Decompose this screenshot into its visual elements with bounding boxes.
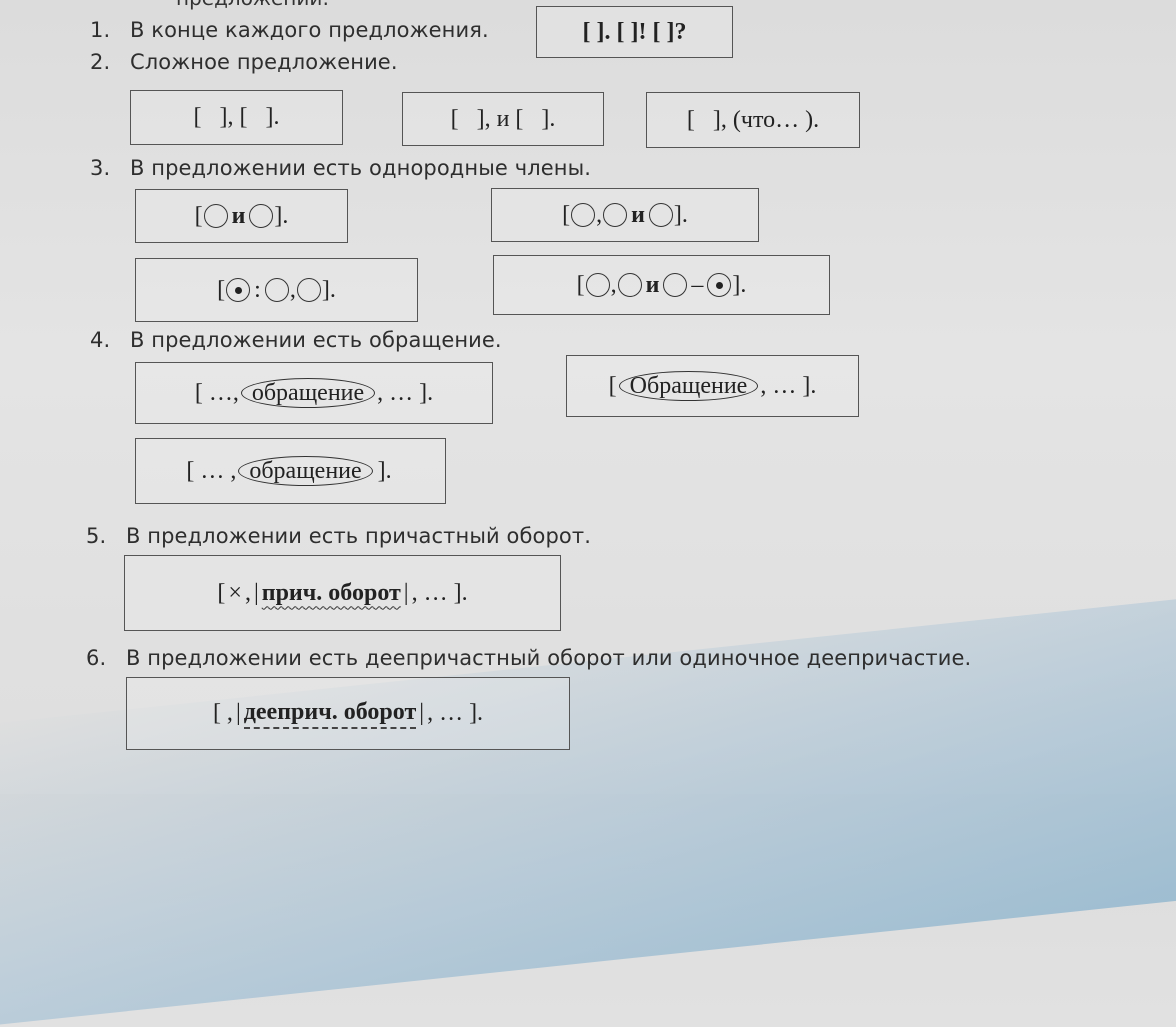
item-number: 4.: [90, 328, 111, 352]
bar: |: [253, 579, 259, 606]
item-text: Сложное предложение.: [130, 50, 398, 74]
cross-icon: ×: [228, 579, 242, 606]
bracket: [: [608, 372, 617, 399]
dot-circle-icon: [226, 278, 251, 302]
conj: и: [631, 201, 645, 228]
item-text: В предложении есть деепричастный оборот …: [126, 646, 972, 670]
item-number: 3.: [90, 156, 111, 180]
dash: –: [691, 271, 704, 298]
item-text: В предложении есть однородные члены.: [130, 156, 592, 180]
comma: ,: [244, 579, 251, 606]
gerund-phrase: дееприч. оборот: [243, 699, 417, 729]
scheme-end-of-sentence: [ ]. [ ]! [ ]?: [536, 6, 733, 58]
conj: и: [645, 271, 660, 298]
item-number: 1.: [90, 18, 111, 42]
cut-heading: предложении:: [176, 0, 329, 10]
circle-icon: [203, 204, 228, 228]
participle-phrase: прич. оборот: [261, 579, 401, 606]
scheme-homogeneous-3: [:,].: [135, 258, 418, 322]
text-tail: , … ].: [760, 372, 817, 399]
item-text: В предложении есть обращение.: [130, 328, 502, 352]
colon: :: [254, 276, 261, 303]
address-oval: Обращение: [618, 371, 759, 401]
scheme-address-start: [Обращение, … ].: [566, 355, 859, 417]
circle-icon: [296, 278, 321, 302]
item-6: 6. В предложении есть деепричастный оборо…: [86, 646, 971, 670]
bar: |: [403, 579, 409, 606]
bracket: [: [576, 271, 585, 298]
item-1: 1. В конце каждого предложения.: [90, 18, 489, 42]
circle-icon: [648, 203, 673, 227]
scheme-complex-comma: [ ], [ ].: [130, 90, 343, 145]
scheme-text: [ ]. [ ]! [ ]?: [582, 18, 687, 45]
item-text: В предложении есть причастный оборот.: [126, 524, 591, 548]
address-oval: обращение: [240, 378, 376, 408]
bracket: [: [217, 276, 226, 303]
item-number: 5.: [86, 524, 107, 548]
text-lead: [ ,: [212, 700, 233, 726]
bracket: [: [217, 579, 226, 606]
bracket: ].: [673, 201, 688, 228]
item-2: 2. Сложное предложение.: [90, 50, 398, 74]
scheme-homogeneous-4: [, и –].: [493, 255, 830, 315]
comma: ,: [610, 271, 617, 298]
bar: |: [235, 700, 241, 726]
text-lead: [ …,: [194, 379, 239, 406]
text-tail: , … ].: [427, 700, 484, 726]
circle-icon: [249, 204, 274, 228]
scheme-address-end: [ … ,обращение].: [135, 438, 446, 504]
address-oval: обращение: [238, 456, 373, 486]
circle-icon: [663, 273, 688, 297]
conj: и: [231, 202, 246, 229]
bracket: ].: [732, 271, 747, 298]
bracket: [: [562, 201, 571, 228]
circle-icon: [585, 273, 610, 297]
item-number: 2.: [90, 50, 111, 74]
bracket: ].: [274, 202, 289, 229]
text-tail: , … ].: [411, 579, 468, 606]
text-lead: [ … ,: [186, 457, 237, 484]
scheme-complex-and: [ ], и [ ].: [402, 92, 604, 146]
bracket: ].: [377, 457, 392, 484]
scheme-text: [ ], (что… ).: [686, 106, 820, 133]
item-number: 6.: [86, 646, 107, 670]
scheme-homogeneous-1: [ и].: [135, 189, 348, 243]
circle-icon: [571, 203, 596, 227]
bar: |: [419, 700, 425, 726]
comma: ,: [596, 201, 603, 228]
item-4: 4. В предложении есть обращение.: [90, 328, 502, 352]
scheme-address-middle: [ …,обращение, … ].: [135, 362, 493, 424]
scheme-text: [ ], и [ ].: [450, 105, 556, 132]
item-text: В конце каждого предложения.: [130, 18, 489, 42]
item-5: 5. В предложении есть причастный оборот.: [86, 524, 591, 548]
bracket: ].: [321, 276, 336, 303]
scheme-homogeneous-2: [, и].: [491, 188, 759, 242]
scheme-participle: [×,|прич. оборот|, … ].: [124, 555, 561, 631]
dot-circle-icon: [707, 273, 732, 297]
scheme-text: [ ], [ ].: [193, 104, 280, 130]
text-tail: , … ].: [377, 379, 434, 406]
circle-icon: [617, 273, 642, 297]
comma: ,: [289, 276, 296, 303]
circle-icon: [264, 278, 289, 302]
scheme-gerund: [ ,|дееприч. оборот|, … ].: [126, 677, 570, 750]
item-3: 3. В предложении есть однородные члены.: [90, 156, 591, 180]
scheme-complex-what: [ ], (что… ).: [646, 92, 860, 148]
bracket: [: [194, 202, 203, 229]
circle-icon: [603, 203, 628, 227]
